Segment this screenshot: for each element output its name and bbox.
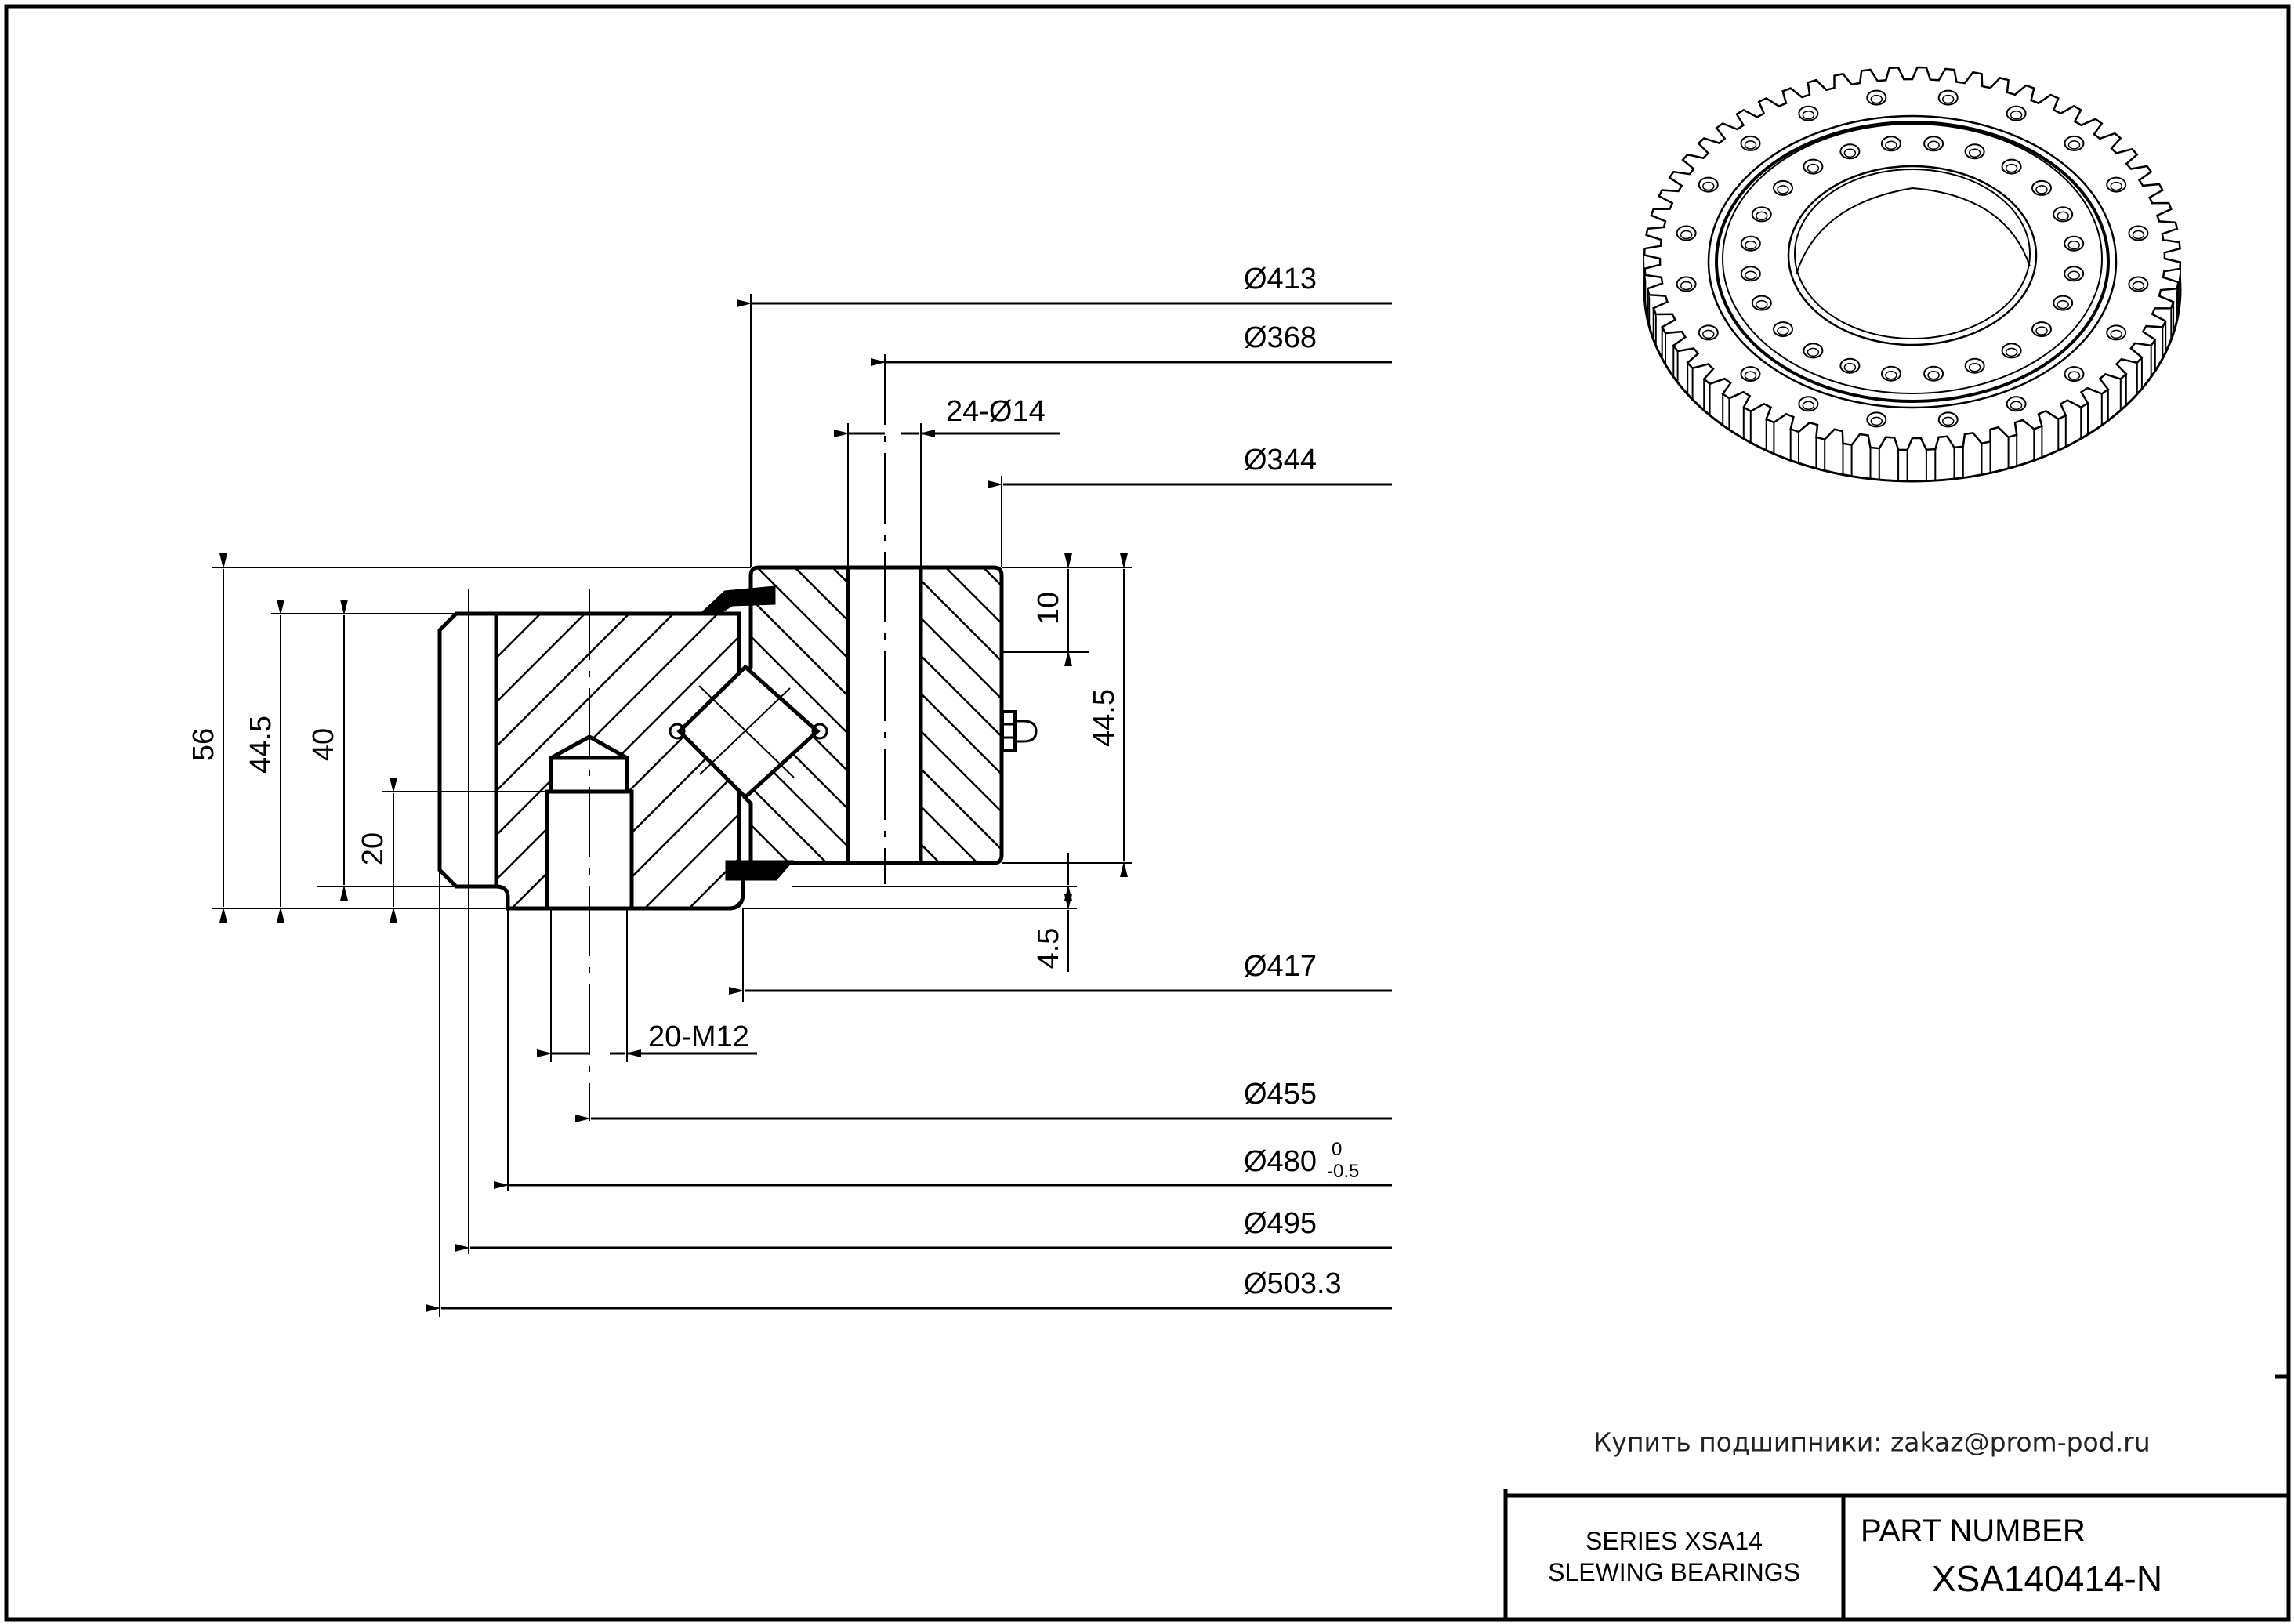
inner-bolt-hole-iso-inner: [1777, 326, 1789, 335]
dim-h44-5-left: 44.5: [245, 716, 277, 774]
dim-d480-tol-upper: 0: [1332, 1139, 1342, 1160]
outer-bolt-hole-iso-inner: [1680, 281, 1693, 291]
purchase-note: Купить подшипники: zakaz@prom-pod.ru: [1593, 1427, 2151, 1458]
dimension-lines: [212, 294, 1392, 1317]
bottom-seal: [725, 860, 795, 881]
inner-bolt-hole-iso-inner: [2005, 347, 2018, 357]
top-seal: [699, 585, 776, 614]
inner-bolt-hole-iso-inner: [2035, 185, 2048, 194]
outer-bolt-hole-iso-inner: [2110, 181, 2122, 191]
bearing-cross-section: [437, 354, 1038, 1254]
dim-h40: 40: [307, 728, 340, 761]
dim-h56: 56: [187, 728, 220, 761]
raceway-relief-right: [811, 723, 828, 740]
outer-bolt-hole-iso-inner: [1702, 329, 1715, 339]
inner-bolt-hole-iso-inner: [2005, 163, 2018, 173]
inner-bolt-hole-iso-inner: [1927, 370, 1940, 380]
dim-d368: Ø368: [1244, 321, 1317, 354]
dim-d455: Ø455: [1244, 1078, 1317, 1111]
outer-bolt-hole-iso-inner: [2067, 140, 2081, 150]
outer-bolt-hole-iso-inner: [1941, 416, 1955, 426]
inner-bolt-hole-iso-inner: [1968, 362, 1981, 372]
outer-bolt-hole-iso-inner: [1802, 401, 1815, 411]
inner-bolt-hole-iso-inner: [1927, 140, 1940, 150]
inner-bolt-hole-iso-inner: [2057, 211, 2069, 221]
dim-d495: Ø495: [1244, 1207, 1317, 1240]
roller-axis-2: [699, 687, 791, 775]
outer-bolt-hole-iso-inner: [2132, 230, 2145, 240]
inner-bolt-hole-iso-inner: [1885, 140, 1897, 150]
outer-bolt-hole-iso-inner: [1702, 181, 1715, 191]
inner-bolt-hole-iso-inner: [2057, 299, 2069, 310]
inner-bolt-hole-iso-inner: [1885, 370, 1897, 380]
part-number-value: XSA140414-N: [1932, 1558, 2162, 1599]
raceway-relief-left: [669, 723, 686, 740]
inner-bolt-hole-iso-inner: [1807, 347, 1820, 357]
outer-bolt-hole-iso-inner: [2110, 329, 2122, 339]
inner-bolt-hole-iso-inner: [2035, 326, 2048, 335]
outer-bolt-hole-iso-inner: [2067, 371, 2081, 380]
dim-h10: 10: [1032, 592, 1065, 625]
dim-24-holes: 24-Ø14: [946, 395, 1046, 428]
inner-bolt-hole-iso-inner: [1968, 148, 1981, 158]
inner-bolt-hole-iso-inner: [1807, 163, 1820, 173]
outer-bolt-hole-iso-inner: [1680, 230, 1693, 240]
inner-bolt-hole-iso-inner: [1745, 270, 1757, 281]
inner-bolt-hole-iso-inner: [2067, 270, 2080, 281]
outer-bolt-hole-iso-inner: [1744, 371, 1757, 380]
inner-bolt-hole-iso-inner: [1756, 299, 1768, 310]
inner-bolt-hole-iso-inner: [1756, 211, 1768, 221]
outer-bolt-hole-iso-inner: [1941, 94, 1955, 104]
dim-h44-5-right: 44.5: [1088, 689, 1121, 747]
dim-d480-tol-lower: -0.5: [1327, 1161, 1359, 1182]
slewing-ring-gear-icon: [1643, 66, 2182, 483]
outer-bolt-hole-iso-inner: [2010, 110, 2023, 120]
outer-bolt-hole-iso-inner: [1870, 94, 1883, 104]
dim-20-m12: 20-M12: [648, 1020, 749, 1053]
dim-d344: Ø344: [1244, 444, 1317, 477]
inner-bolt-hole-iso-inner: [1843, 148, 1857, 158]
outer-bolt-hole-iso-inner: [1870, 416, 1883, 426]
inner-bolt-hole-iso-inner: [1843, 362, 1857, 372]
series-line-1: SERIES XSA14: [1586, 1527, 1763, 1555]
part-number-label: PART NUMBER: [1861, 1513, 2086, 1548]
dim-d503: Ø503.3: [1244, 1267, 1342, 1300]
grease-nipple-icon: [1001, 710, 1038, 752]
outer-bolt-hole-iso-inner: [2132, 281, 2145, 291]
series-line-2: SLEWING BEARINGS: [1548, 1558, 1800, 1586]
outer-bolt-hole-iso-inner: [1802, 110, 1815, 120]
outer-bolt-hole-iso-inner: [1744, 140, 1757, 150]
sheet-border: [4, 4, 2291, 1622]
dim-d480: Ø480: [1244, 1145, 1317, 1178]
outer-bolt-hole-iso-inner: [2010, 401, 2023, 411]
dim-d413: Ø413: [1244, 263, 1317, 295]
inner-bolt-hole-iso-inner: [2067, 240, 2080, 250]
dimension-labels: Ø413 Ø368 24-Ø14 Ø344 Ø417 20-M12 Ø455 Ø…: [187, 263, 1359, 1300]
roller-axis-1: [698, 685, 795, 778]
dim-h20: 20: [357, 832, 390, 865]
inner-bolt-hole-iso-inner: [1777, 185, 1789, 194]
title-block: SERIES XSA14 SLEWING BEARINGS PART NUMBE…: [1503, 1489, 2289, 1619]
inner-bolt-hole-iso-inner: [1745, 240, 1757, 250]
dim-h4-5: 4.5: [1032, 928, 1065, 970]
dim-d417: Ø417: [1244, 950, 1317, 983]
